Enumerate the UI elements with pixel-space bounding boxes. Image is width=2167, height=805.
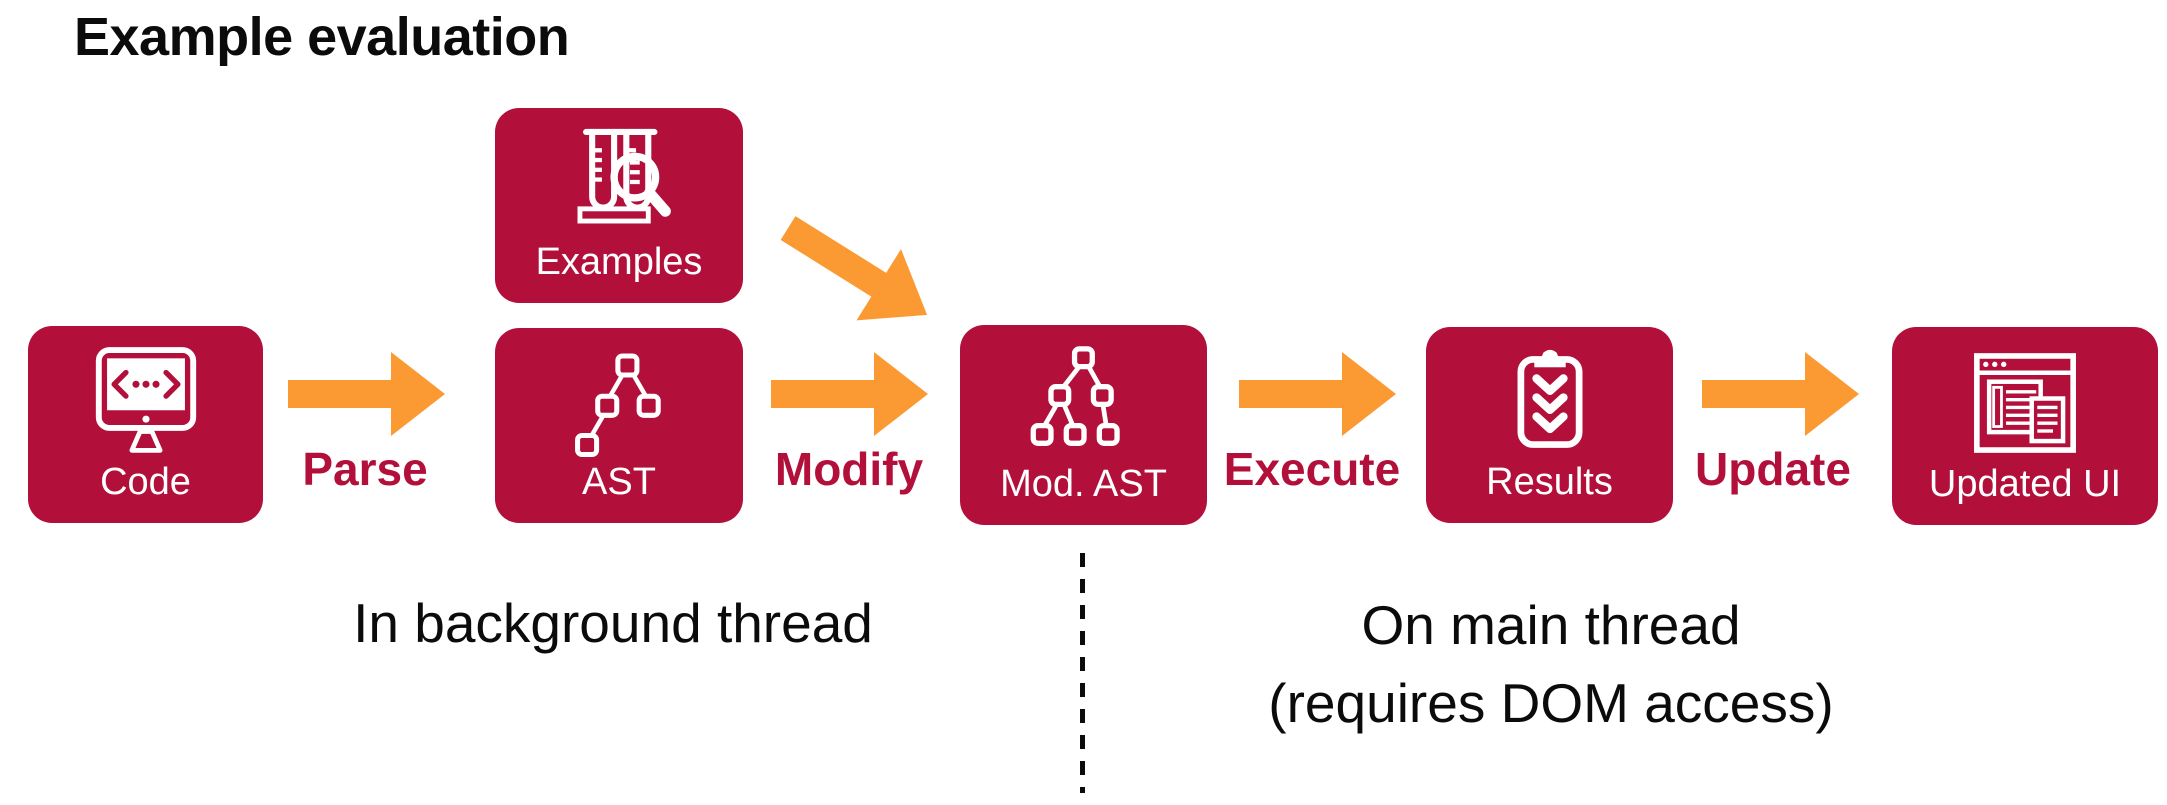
- execute-arrow-label: Execute: [1223, 443, 1401, 495]
- background-thread-label: In background thread: [353, 592, 873, 654]
- node-label: Code: [100, 461, 191, 503]
- node-code: Code: [28, 326, 263, 523]
- node-results: Results: [1426, 327, 1673, 523]
- update-arrow-icon: [1702, 351, 1860, 437]
- node-updated-ui: Updated UI: [1892, 327, 2158, 525]
- update-arrow-label: Update: [1695, 443, 1851, 495]
- execute-arrow-icon: [1239, 351, 1397, 437]
- modified-ast-tree-icon: [1025, 325, 1143, 465]
- node-examples: Examples: [495, 108, 743, 303]
- parse-arrow-label: Parse: [302, 443, 428, 495]
- node-label: Results: [1486, 461, 1613, 503]
- node-label: AST: [582, 461, 656, 503]
- main-thread-label-line1: On main thread: [1361, 594, 1741, 656]
- page-title: Example evaluation: [74, 7, 570, 67]
- parse-arrow-icon: [288, 351, 446, 437]
- node-label: Mod. AST: [1000, 463, 1167, 505]
- modify-arrow-label: Modify: [774, 443, 924, 495]
- node-ast: AST: [495, 328, 743, 523]
- examples-to-mod-ast-arrow-icon: [765, 192, 951, 352]
- code-monitor-icon: [87, 326, 205, 463]
- main-thread-label: On main thread (requires DOM access): [1221, 586, 1881, 742]
- browser-window-icon: [1969, 327, 2081, 465]
- main-thread-label-line2: (requires DOM access): [1268, 672, 1834, 734]
- thread-divider-dashed-line: [1080, 553, 1085, 793]
- node-label: Examples: [535, 241, 703, 283]
- modify-arrow-icon: [771, 351, 929, 437]
- test-tubes-magnifier-icon: [558, 107, 680, 243]
- clipboard-checklist-icon: [1494, 327, 1606, 463]
- node-mod-ast: Mod. AST: [960, 325, 1207, 525]
- node-label: Updated UI: [1928, 463, 2122, 505]
- ast-tree-icon: [563, 328, 675, 463]
